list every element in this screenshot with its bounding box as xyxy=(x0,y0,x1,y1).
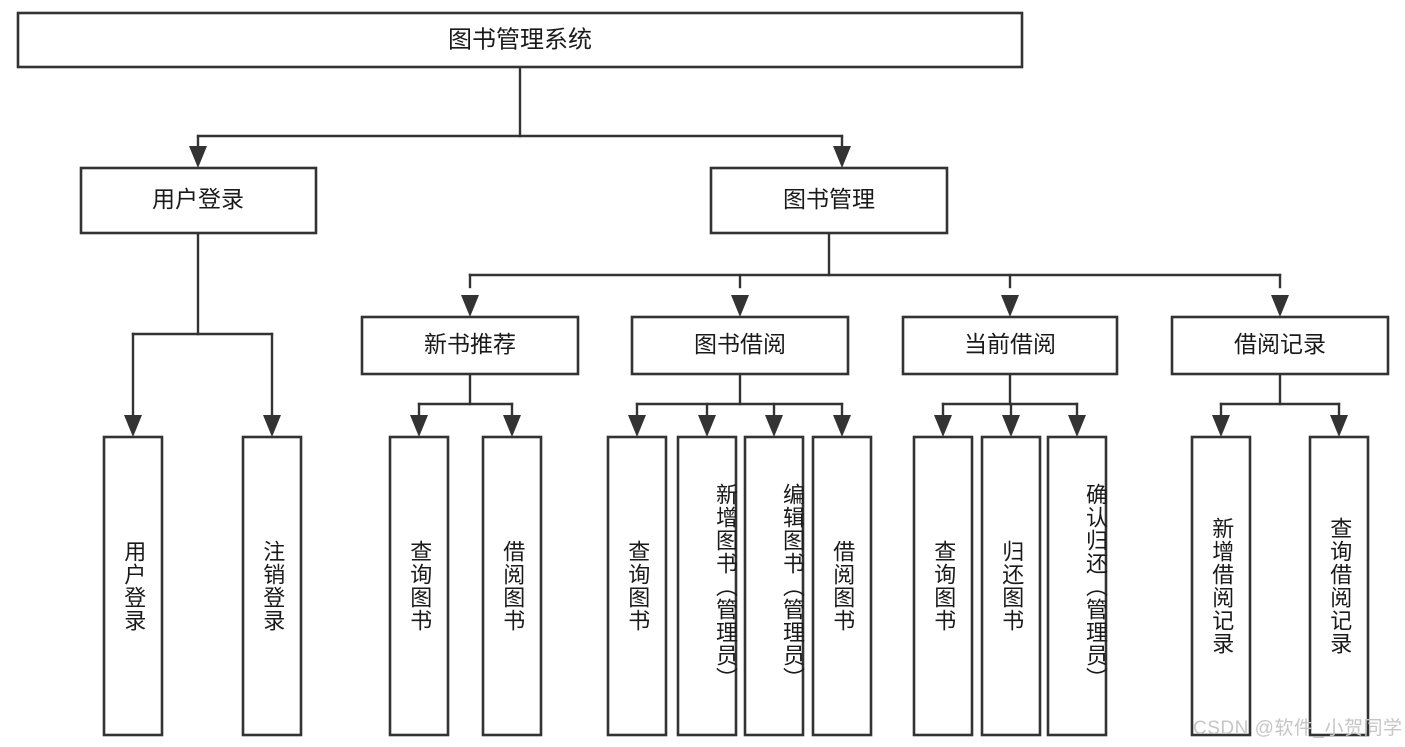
arrow-to-leaf-add-book xyxy=(698,415,716,437)
connector-borrow-record-to-leaves xyxy=(1212,372,1348,437)
node-root-label: 图书管理系统 xyxy=(448,26,592,53)
arrow-to-leaf-edit-book xyxy=(765,415,783,437)
connector-current-borrow-to-leaves xyxy=(934,372,1086,437)
arrow-to-current-borrow xyxy=(1001,295,1019,317)
arrow-to-book-management xyxy=(833,146,851,168)
node-user-login[interactable]: 用户登录 xyxy=(79,166,318,235)
connector-user-login-to-leaves xyxy=(124,231,281,437)
arrow-to-leaf-add-record xyxy=(1212,415,1230,437)
node-leaf-borrow-book-1[interactable] xyxy=(481,435,543,737)
arrow-to-leaf-user-login xyxy=(124,415,142,437)
node-leaf-return-book[interactable] xyxy=(980,435,1042,737)
node-leaf-query-book-3[interactable] xyxy=(912,435,974,737)
connector-root-to-level2 xyxy=(189,65,851,168)
node-new-book-recommend-label: 新书推荐 xyxy=(424,331,516,357)
node-leaf-logout-login[interactable] xyxy=(241,435,303,737)
arrow-to-user-login xyxy=(189,146,207,168)
node-leaf-user-login[interactable] xyxy=(102,435,164,737)
arrow-to-leaf-return-book xyxy=(1002,415,1020,437)
node-book-management[interactable]: 图书管理 xyxy=(709,166,949,235)
node-leaf-query-record[interactable] xyxy=(1308,435,1370,737)
node-leaf-confirm-return[interactable] xyxy=(1046,435,1108,737)
node-leaf-query-book-2[interactable] xyxy=(606,435,668,737)
arrow-to-leaf-confirm-return xyxy=(1068,415,1086,437)
node-book-borrow[interactable]: 图书借阅 xyxy=(630,315,850,376)
node-leaf-add-record[interactable] xyxy=(1190,435,1252,737)
arrow-to-new-book-recommend xyxy=(461,295,479,317)
arrow-to-leaf-logout-login xyxy=(263,415,281,437)
arrow-to-leaf-borrow-book-2 xyxy=(833,415,851,437)
node-book-management-label: 图书管理 xyxy=(783,186,875,212)
node-borrow-record-label: 借阅记录 xyxy=(1234,331,1326,357)
arrow-to-leaf-borrow-book-1 xyxy=(503,415,521,437)
arrow-to-book-borrow xyxy=(731,295,749,317)
arrow-to-borrow-record xyxy=(1271,295,1289,317)
node-borrow-record[interactable]: 借阅记录 xyxy=(1170,315,1390,376)
csdn-watermark: CSDN @软件_小贺同学 xyxy=(1193,718,1403,739)
arrow-to-leaf-query-record xyxy=(1330,415,1348,437)
leaf-boxes xyxy=(102,435,1370,737)
node-root[interactable]: 图书管理系统 xyxy=(16,11,1024,69)
node-leaf-edit-book[interactable] xyxy=(743,435,805,737)
arrow-to-leaf-query-book-3 xyxy=(934,415,952,437)
node-new-book-recommend[interactable]: 新书推荐 xyxy=(360,315,580,376)
node-current-borrow[interactable]: 当前借阅 xyxy=(901,315,1119,376)
node-leaf-query-book-1[interactable] xyxy=(388,435,450,737)
connector-new-book-recommend-to-leaves xyxy=(410,372,521,437)
node-user-login-label: 用户登录 xyxy=(152,186,244,212)
node-leaf-borrow-book-2[interactable] xyxy=(811,435,873,737)
node-book-borrow-label: 图书借阅 xyxy=(694,331,786,357)
connector-book-management-to-level3 xyxy=(461,231,1289,317)
connector-book-borrow-to-leaves xyxy=(628,372,851,437)
arrow-to-leaf-query-book-2 xyxy=(628,415,646,437)
arrow-to-leaf-query-book-1 xyxy=(410,415,428,437)
node-current-borrow-label: 当前借阅 xyxy=(964,331,1056,357)
node-leaf-add-book[interactable] xyxy=(676,435,738,737)
